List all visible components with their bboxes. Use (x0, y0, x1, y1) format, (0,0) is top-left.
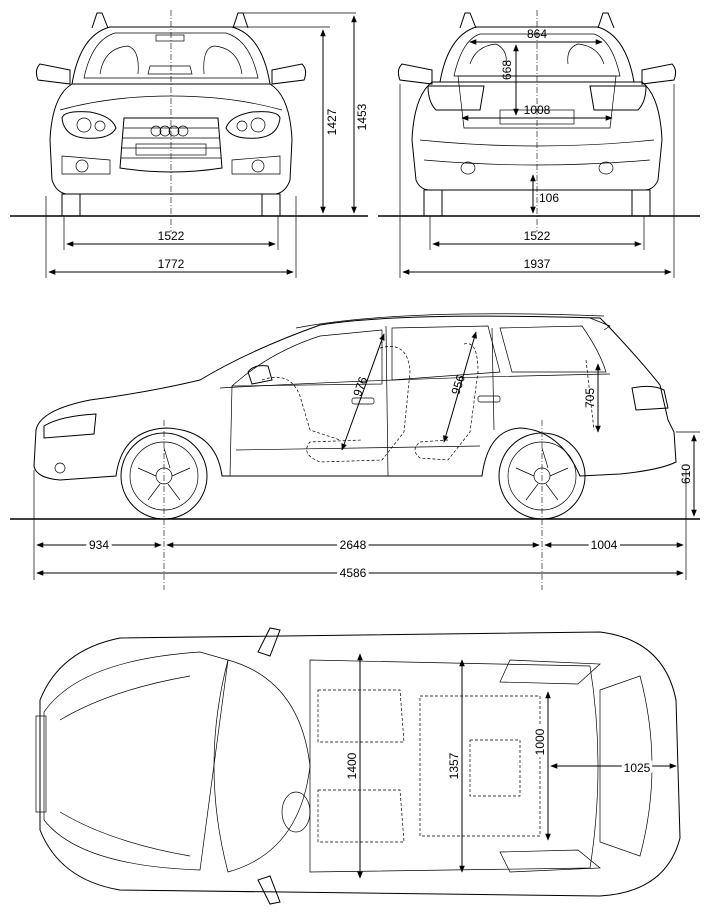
front-shoulder-label: 1400 (345, 752, 359, 779)
right-headlight (225, 111, 281, 139)
right-tail-light (589, 85, 647, 111)
front-headroom-label: 976 (350, 375, 370, 399)
front-view: 1427 1453 1522 1772 (10, 10, 369, 278)
rear-track-label: 1522 (524, 229, 551, 243)
load-width-label: 1008 (524, 103, 551, 117)
left-exhaust (460, 161, 476, 175)
cargo-length-label: 1025 (624, 761, 651, 775)
right-exhaust (598, 161, 614, 175)
side-mirror (247, 365, 273, 385)
tailgate-height-label: 668 (500, 60, 514, 80)
single-frame-grille (119, 117, 223, 173)
right-mirror (271, 63, 307, 85)
roof-top (309, 659, 599, 873)
top-view: 1400 1357 1000 1025 (35, 627, 681, 905)
left-mirror (35, 63, 71, 85)
car-body-outline (33, 315, 677, 481)
mirror-shape (155, 34, 185, 42)
right-mirror-top (257, 875, 281, 905)
wheelbase-label: 2648 (340, 538, 367, 552)
rear-headroom-label: 956 (448, 373, 468, 397)
rear-shoulder-label: 1357 (447, 752, 461, 779)
left-mirror-top (257, 627, 281, 657)
front-track-label: 1522 (158, 229, 185, 243)
rear-door-window (391, 325, 501, 381)
front-grille-top (35, 715, 47, 813)
rear-right-tyre (631, 189, 651, 217)
front-height-rails-label: 1453 (355, 103, 369, 130)
tailgate-width-label: 864 (527, 27, 547, 41)
side-tail-light (631, 385, 669, 411)
four-rings-logo (150, 125, 189, 137)
side-headlight (43, 413, 97, 439)
rear-window (453, 33, 621, 77)
left-mirror (397, 63, 433, 85)
windshield-top (213, 659, 311, 873)
rear-width-label: 1937 (524, 257, 551, 271)
front-right-tyre (261, 193, 281, 217)
rear-view: 864 668 1008 106 1522 1937 (378, 10, 700, 278)
rear-left-tyre (423, 189, 443, 217)
car-top-outline (39, 631, 681, 897)
left-headlight (61, 111, 117, 139)
cargo-width-label: 1000 (533, 728, 547, 755)
side-view: 976 956 705 610 934 2648 1004 4586 (10, 313, 700, 590)
rear-door-handle (477, 395, 501, 403)
front-window (231, 329, 383, 387)
front-overhang-label: 934 (89, 538, 109, 552)
front-width-label: 1772 (158, 257, 185, 271)
left-tail-light (427, 85, 485, 111)
rear-overhang-label: 1004 (591, 538, 618, 552)
front-height-label: 1427 (325, 108, 339, 135)
steering-wheel (281, 791, 311, 833)
right-mirror (641, 63, 677, 85)
rear-quarter-window (499, 325, 607, 373)
overall-length-label: 4586 (340, 566, 367, 580)
load-height-label: 705 (583, 388, 597, 408)
front-left-tyre (61, 193, 81, 217)
rear-window-top (599, 675, 653, 857)
ground-clearance-label: 106 (539, 191, 559, 205)
